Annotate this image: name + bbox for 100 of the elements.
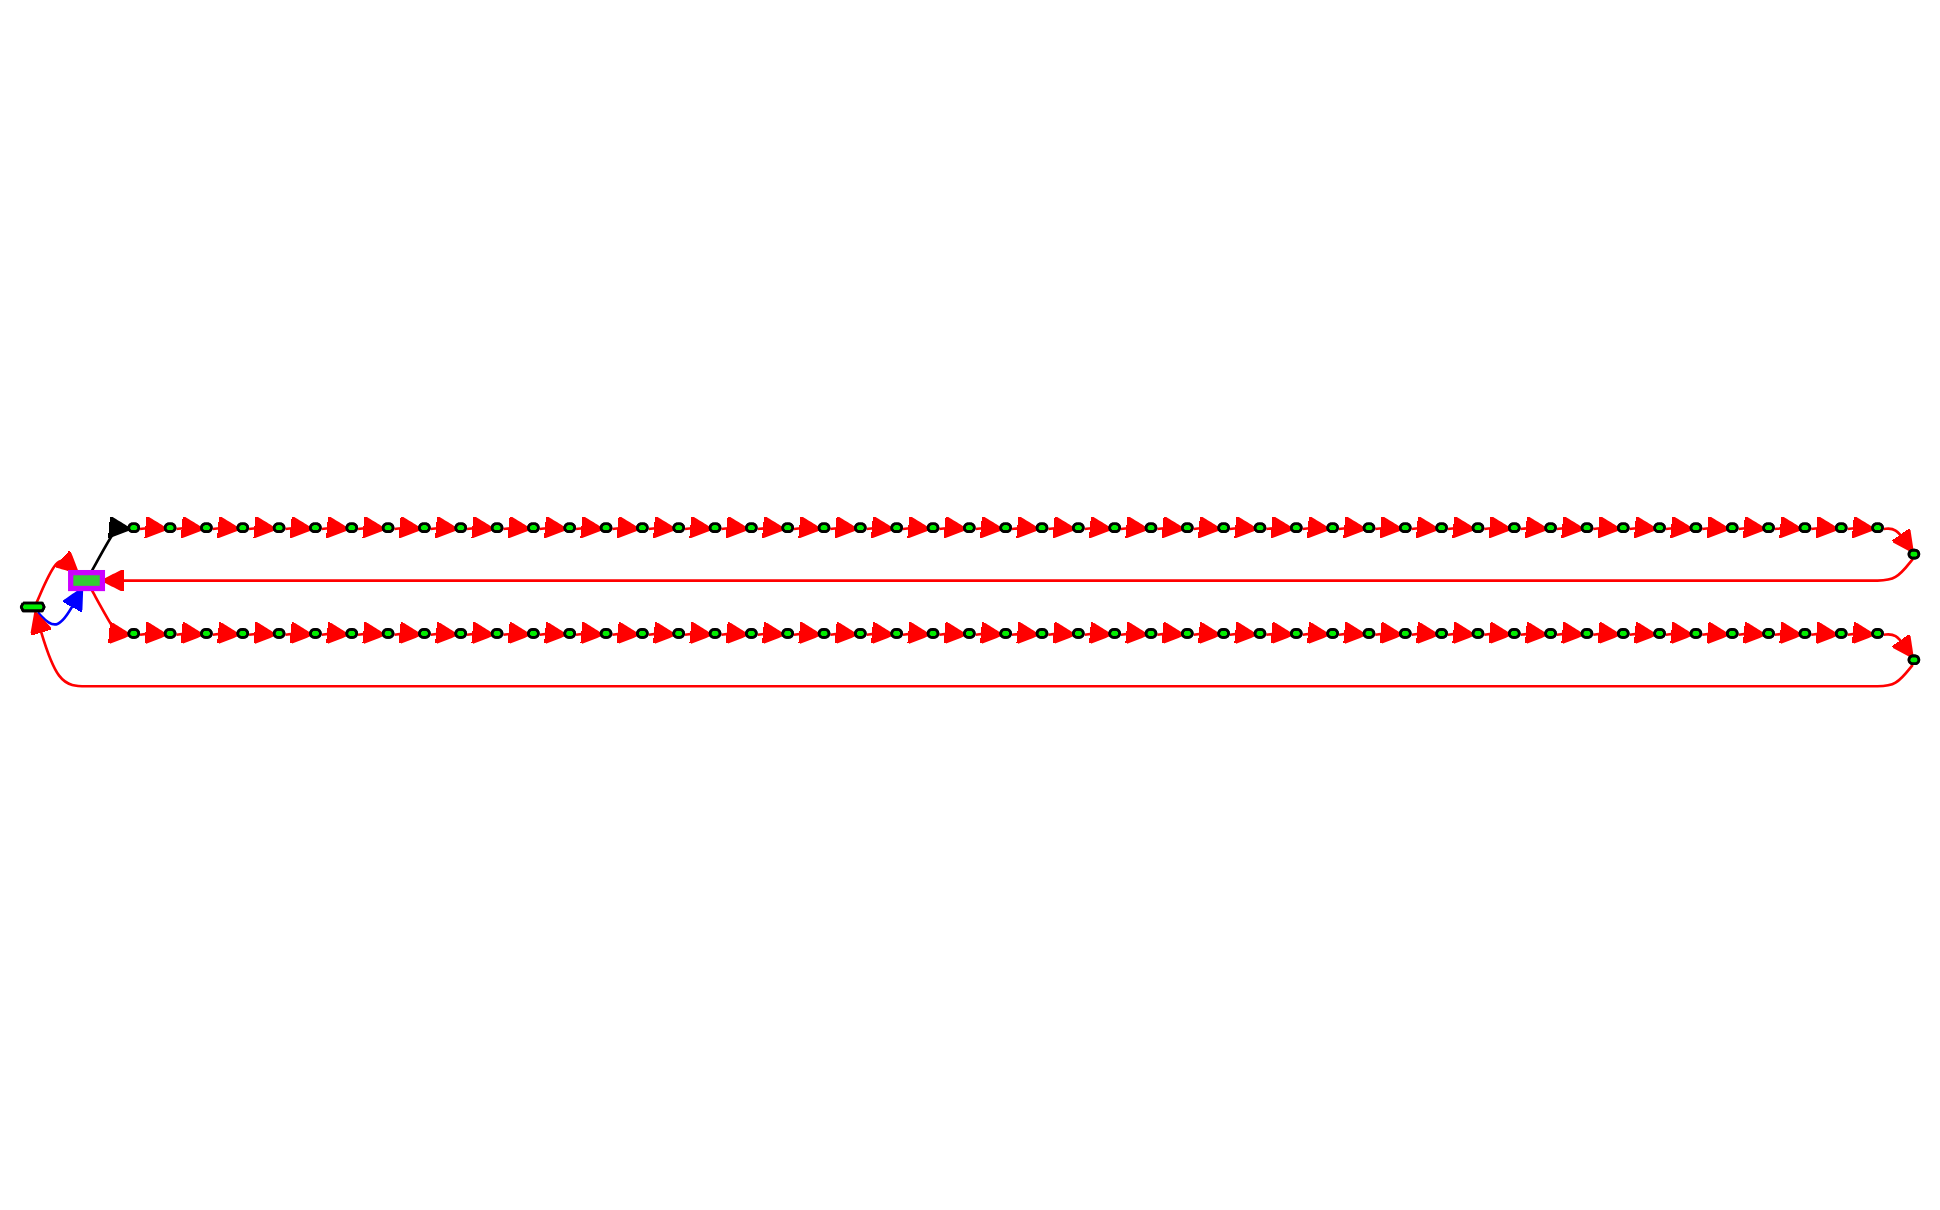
- arrow: [1011, 621, 1040, 645]
- arrow: [1665, 621, 1694, 645]
- arrow: [1447, 515, 1476, 539]
- arrow: [1338, 515, 1367, 539]
- arrow: [1266, 515, 1294, 539]
- arrow: [1738, 621, 1766, 645]
- arrow: [1120, 621, 1149, 645]
- arrow: [1811, 621, 1839, 645]
- arrow: [285, 621, 313, 645]
- arrow: [1411, 621, 1440, 645]
- arrow: [1847, 621, 1875, 645]
- arrow: [757, 515, 786, 539]
- arrow: [1883, 633, 1914, 659]
- arrow: [793, 515, 822, 539]
- arrow: [248, 515, 277, 539]
- arrow: [902, 515, 931, 539]
- arrow: [1193, 621, 1222, 645]
- arrow: [1811, 515, 1839, 539]
- arrow: [139, 515, 168, 539]
- arrow: [466, 515, 495, 539]
- arrow: [1084, 621, 1113, 645]
- arrow: [1411, 515, 1440, 539]
- arrow: [503, 621, 531, 645]
- arrow: [176, 621, 204, 645]
- arrow: [1774, 515, 1803, 539]
- arrow: [430, 621, 459, 645]
- arrow: [101, 558, 1914, 593]
- arrow: [975, 621, 1004, 645]
- arrow: [1556, 515, 1585, 539]
- arrow: [1556, 621, 1585, 645]
- arrow: [30, 611, 1914, 688]
- arrow: [1484, 621, 1512, 645]
- arrow: [684, 515, 713, 539]
- arrow: [212, 621, 241, 645]
- arrow: [1048, 515, 1076, 539]
- arrow: [89, 515, 132, 574]
- arrow: [1702, 621, 1730, 645]
- arrow: [1520, 515, 1549, 539]
- arrow: [503, 515, 531, 539]
- arrow: [36, 587, 84, 626]
- arrow: [285, 515, 313, 539]
- arrow: [539, 515, 568, 539]
- arrow: [212, 515, 241, 539]
- arrow: [1447, 621, 1476, 645]
- arrow: [721, 621, 749, 645]
- arrow: [1375, 515, 1403, 539]
- arrow: [1847, 515, 1875, 539]
- arrow: [684, 621, 713, 645]
- arrow: [1229, 621, 1258, 645]
- arrow: [1593, 515, 1621, 539]
- arrow: [902, 621, 931, 645]
- arrow: [394, 515, 422, 539]
- arrow: [939, 621, 967, 645]
- arrow: [866, 515, 895, 539]
- arrow: [1629, 515, 1658, 539]
- arrow: [575, 515, 604, 539]
- arrow: [357, 515, 386, 539]
- arrow: [612, 621, 640, 645]
- arrow: [1665, 515, 1694, 539]
- arrow: [1157, 515, 1185, 539]
- arrow: [539, 621, 568, 645]
- arrow: [139, 621, 168, 645]
- arrow: [1338, 621, 1367, 645]
- arrow: [757, 621, 786, 645]
- arrow: [648, 515, 677, 539]
- arrow: [1193, 515, 1222, 539]
- arrow: [394, 621, 422, 645]
- arrow: [1629, 621, 1658, 645]
- arrow: [1266, 621, 1294, 645]
- arrow: [793, 621, 822, 645]
- arrow: [1702, 515, 1730, 539]
- arrow: [721, 515, 749, 539]
- arrow: [321, 515, 350, 539]
- node-box: [68, 570, 106, 592]
- arrow: [648, 621, 677, 645]
- arrow: [34, 549, 79, 605]
- arrow: [830, 621, 858, 645]
- arrow: [1774, 621, 1803, 645]
- arrow: [248, 621, 277, 645]
- arrow: [1520, 621, 1549, 645]
- arrow: [1048, 621, 1076, 645]
- arrow: [1302, 515, 1331, 539]
- arrow: [866, 621, 895, 645]
- arrow: [1375, 621, 1403, 645]
- arrow: [612, 515, 640, 539]
- arrow: [1883, 527, 1914, 553]
- arrow: [1302, 621, 1331, 645]
- arrow: [430, 515, 459, 539]
- arrow: [1229, 515, 1258, 539]
- arrow: [1484, 515, 1512, 539]
- arrow: [1120, 515, 1149, 539]
- arrow: [1084, 515, 1113, 539]
- arrow: [1011, 515, 1040, 539]
- arrow: [357, 621, 386, 645]
- arrow: [466, 621, 495, 645]
- arrow: [975, 515, 1004, 539]
- arrow: [321, 621, 350, 645]
- arrow: [1157, 621, 1185, 645]
- arrow: [830, 515, 858, 539]
- arrow: [89, 587, 132, 645]
